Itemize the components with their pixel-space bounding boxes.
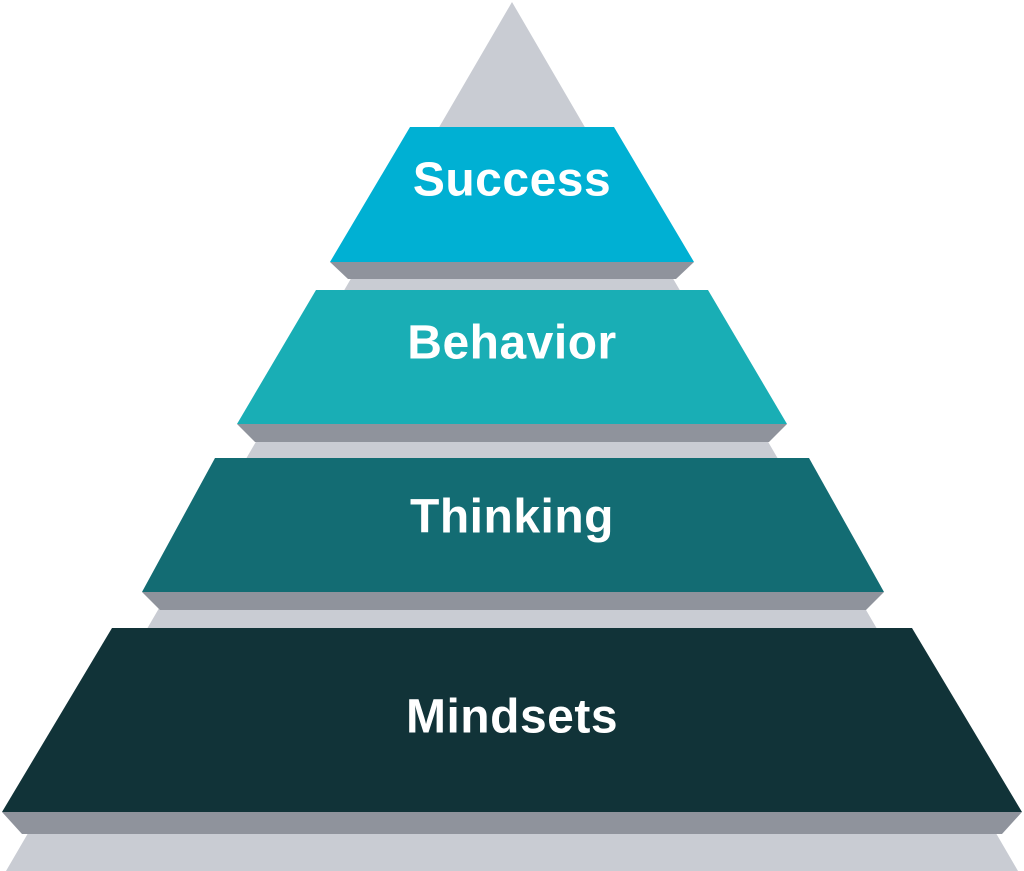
tier-behavior: Behavior — [237, 290, 787, 442]
tier-success-band — [330, 127, 694, 262]
tier-thinking-label: Thinking — [410, 491, 614, 544]
tier-mindsets-band — [2, 628, 1022, 812]
tier-mindsets: Mindsets — [2, 628, 1022, 834]
tier-success-label: Success — [413, 154, 611, 207]
tier-thinking-band — [142, 458, 884, 592]
tier-behavior-label: Behavior — [407, 317, 616, 370]
tier-mindsets-shadow — [2, 812, 1022, 834]
tier-success: Success — [330, 127, 694, 279]
tier-behavior-shadow — [237, 424, 787, 442]
tier-mindsets-label: Mindsets — [406, 691, 618, 744]
tier-success-shadow — [330, 262, 694, 279]
tier-thinking-shadow — [142, 592, 884, 610]
tier-behavior-band — [237, 290, 787, 424]
tier-thinking: Thinking — [142, 458, 884, 610]
